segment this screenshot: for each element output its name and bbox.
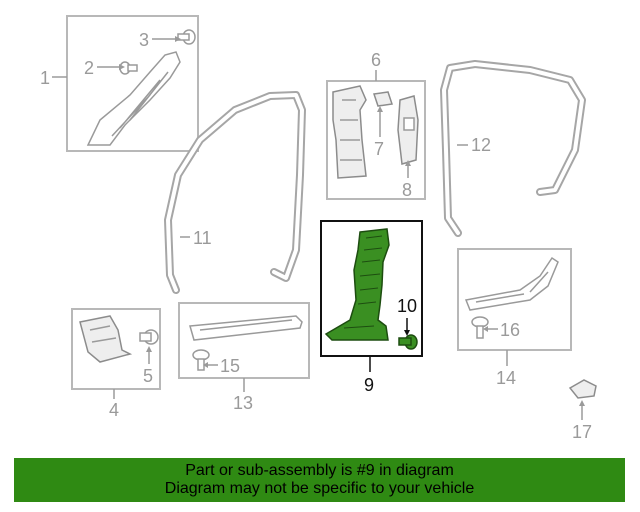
clip-16 [471, 316, 489, 339]
callout-17: 17 [572, 422, 592, 442]
b-pillar-upper-trim [332, 85, 367, 179]
callout-5: 5 [143, 366, 153, 386]
part-group-13[interactable]: 15 13 [178, 302, 310, 413]
callout-10: 10 [397, 296, 417, 316]
callout-8: 8 [402, 180, 412, 200]
rear-door-weatherstrip [440, 60, 586, 237]
callout-1: 1 [40, 68, 50, 88]
part-group-9[interactable]: 10 9 [320, 220, 423, 395]
part-group-1[interactable]: 1 2 3 [40, 15, 199, 152]
clip-5 [139, 329, 159, 345]
clip-17 [568, 379, 597, 399]
part-group-4[interactable]: 5 4 [71, 308, 161, 420]
callout-13: 13 [233, 393, 253, 413]
part-group-17[interactable]: 17 [568, 379, 597, 442]
callout-9: 9 [364, 375, 374, 395]
callout-2: 2 [84, 58, 94, 78]
part-group-14[interactable]: 16 14 [457, 248, 572, 388]
clip-15 [192, 349, 210, 371]
callout-16: 16 [500, 320, 520, 340]
callout-3: 3 [139, 30, 149, 50]
screw-2 [119, 61, 138, 75]
callout-14: 14 [496, 368, 516, 388]
a-pillar-trim-upper [86, 51, 181, 146]
callout-4: 4 [109, 400, 119, 420]
part-group-12[interactable]: 12 [440, 60, 586, 237]
info-banner: Part or sub-assembly is #9 in diagram Di… [14, 458, 625, 502]
b-pillar-clip [373, 91, 393, 107]
rear-scuff-plate [464, 256, 559, 311]
part-group-6[interactable]: 6 7 8 [326, 50, 426, 200]
center-pillar-lower-trim [324, 228, 390, 341]
callout-6: 6 [371, 50, 381, 70]
clip-10 [398, 334, 418, 350]
clip-3 [177, 29, 196, 45]
callout-11: 11 [193, 228, 212, 248]
banner-line-2: Diagram may not be specific to your vehi… [164, 480, 475, 497]
cowl-side-trim [79, 315, 133, 363]
callout-15: 15 [220, 356, 240, 376]
parts-diagram: 1 2 3 6 7 8 11 12 [40, 15, 597, 442]
part-group-11[interactable]: 11 [164, 91, 306, 294]
callout-7: 7 [374, 139, 384, 159]
callout-12: 12 [471, 135, 491, 155]
banner-line-1: Part or sub-assembly is #9 in diagram [185, 462, 454, 479]
